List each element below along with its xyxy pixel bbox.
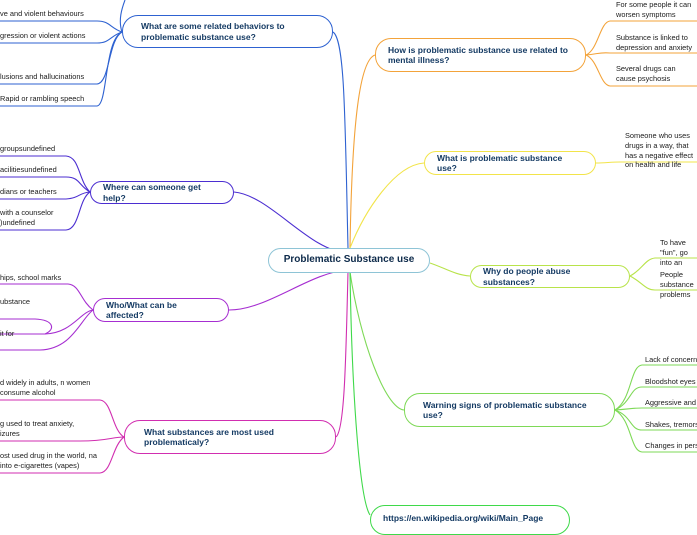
leaf-line — [614, 409, 697, 453]
leaf-line — [0, 191, 91, 231]
central-topic[interactable]: Problematic Substance use — [268, 248, 430, 273]
connector-why — [429, 262, 471, 277]
leaf-delusions[interactable]: lusions and hallucinations — [0, 72, 85, 81]
topic-label: What is problematic substance use? — [437, 152, 563, 174]
leaf-line — [0, 31, 123, 44]
leaf-line — [614, 364, 697, 411]
leaf-line — [629, 257, 697, 277]
leaf-line — [0, 436, 125, 474]
leaf-line — [0, 309, 94, 351]
leaf-bloodshot-eyes[interactable]: Bloodshot eyes — [645, 377, 696, 386]
topic-label: How is problematic substance use related… — [388, 44, 568, 66]
leaf-shakes-tremors[interactable]: Shakes, tremors — [645, 420, 697, 429]
topic-link[interactable]: https://en.wikipedia.org/wiki/Main_Page — [370, 505, 570, 535]
leaf-line — [585, 54, 697, 87]
topic-label: What are some related behaviors to probl… — [141, 21, 285, 42]
leaf-line — [629, 275, 697, 291]
leaf-line — [0, 318, 53, 335]
leaf-rapid-speech[interactable]: Rapid or rambling speech — [0, 94, 85, 103]
leaf-definition[interactable]: Someone who uses drugs in a way, that ha… — [625, 131, 694, 170]
topic-label: Where can someone get help? — [103, 182, 201, 203]
topic-label: Why do people abuse substances? — [483, 266, 571, 287]
leaf-problems[interactable]: People substance problems — [660, 270, 694, 299]
leaf-line — [0, 283, 94, 311]
leaf-aggressive[interactable]: Aggressive and — [645, 398, 696, 407]
leaf-line — [0, 191, 91, 200]
leaf-line — [0, 20, 123, 33]
topic-label: What substances are most used problemati… — [144, 426, 274, 448]
connector-warning — [349, 271, 405, 411]
connector-definition — [349, 162, 425, 249]
leaf-line — [585, 20, 697, 56]
leaf-depression-anxiety[interactable]: Substance is linked to depression and an… — [616, 33, 693, 52]
topic-warning-signs[interactable]: Warning signs of problematic substance u… — [404, 393, 615, 427]
topic-mental-illness[interactable]: How is problematic substance use related… — [375, 38, 586, 72]
topic-behaviors[interactable]: What are some related behaviors to probl… — [122, 15, 333, 48]
leaf-groups[interactable]: groupsundefined — [0, 144, 56, 153]
connector-substances — [335, 271, 349, 438]
leaf-guardians-teachers[interactable]: dians or teachers — [0, 187, 57, 196]
leaf-counselor[interactable]: with a counselor )undefined — [0, 208, 54, 227]
leaf-line — [614, 409, 697, 431]
leaf-violent-behaviours[interactable]: ve and violent behaviours — [0, 9, 84, 18]
topic-label: Who/What can be affected? — [106, 299, 177, 321]
leaf-relationships-marks[interactable]: hips, school marks — [0, 273, 62, 282]
connector-lines — [0, 0, 697, 516]
leaf-aggression[interactable]: gression or violent actions — [0, 31, 86, 40]
leaf-line — [119, 0, 126, 33]
leaf-fun[interactable]: To have "fun", go into an — [660, 238, 688, 267]
leaf-anxiety-seizures[interactable]: g used to treat anxiety, izures — [0, 419, 75, 438]
topic-definition[interactable]: What is problematic substance use? — [424, 151, 596, 175]
topic-help[interactable]: Where can someone get help? — [90, 181, 234, 204]
wikipedia-link[interactable]: https://en.wikipedia.org/wiki/Main_Page — [383, 513, 544, 523]
connector-mental — [349, 54, 376, 249]
connector-affected — [228, 269, 349, 311]
topic-substances[interactable]: What substances are most used problemati… — [124, 420, 336, 454]
leaf-line — [595, 161, 697, 164]
leaf-most-used-drug[interactable]: ost used drug in the world, na into e-ci… — [0, 451, 97, 470]
leaf-line — [0, 436, 125, 442]
leaf-substance[interactable]: ubstance — [0, 297, 30, 306]
leaf-line — [0, 399, 125, 438]
leaf-personality-changes[interactable]: Changes in personality — [645, 441, 697, 450]
topic-affected[interactable]: Who/What can be affected? — [93, 298, 229, 322]
connector-link — [349, 271, 371, 516]
leaf-line — [585, 52, 697, 56]
leaf-line — [614, 407, 697, 411]
leaf-line — [0, 176, 91, 193]
leaf-it-for[interactable]: it for — [0, 329, 15, 338]
leaf-line — [0, 155, 91, 193]
connector-behaviors — [332, 31, 349, 249]
leaf-line — [0, 31, 123, 107]
leaf-lack-of-concern[interactable]: Lack of concern — [645, 355, 697, 364]
leaf-facilities[interactable]: acilitiesundefined — [0, 165, 57, 174]
connector-help — [233, 191, 349, 254]
central-topic-label: Problematic Substance use — [283, 254, 415, 266]
topic-why[interactable]: Why do people abuse substances? — [470, 265, 630, 288]
leaf-psychosis[interactable]: Several drugs can cause psychosis — [616, 64, 676, 83]
topic-label: Warning signs of problematic substance u… — [423, 399, 587, 421]
leaf-worsen-symptoms[interactable]: For some people it can worsen symptoms — [616, 0, 692, 19]
leaf-line — [614, 386, 697, 411]
leaf-alcohol[interactable]: d widely in adults, n women consume alco… — [0, 378, 91, 397]
